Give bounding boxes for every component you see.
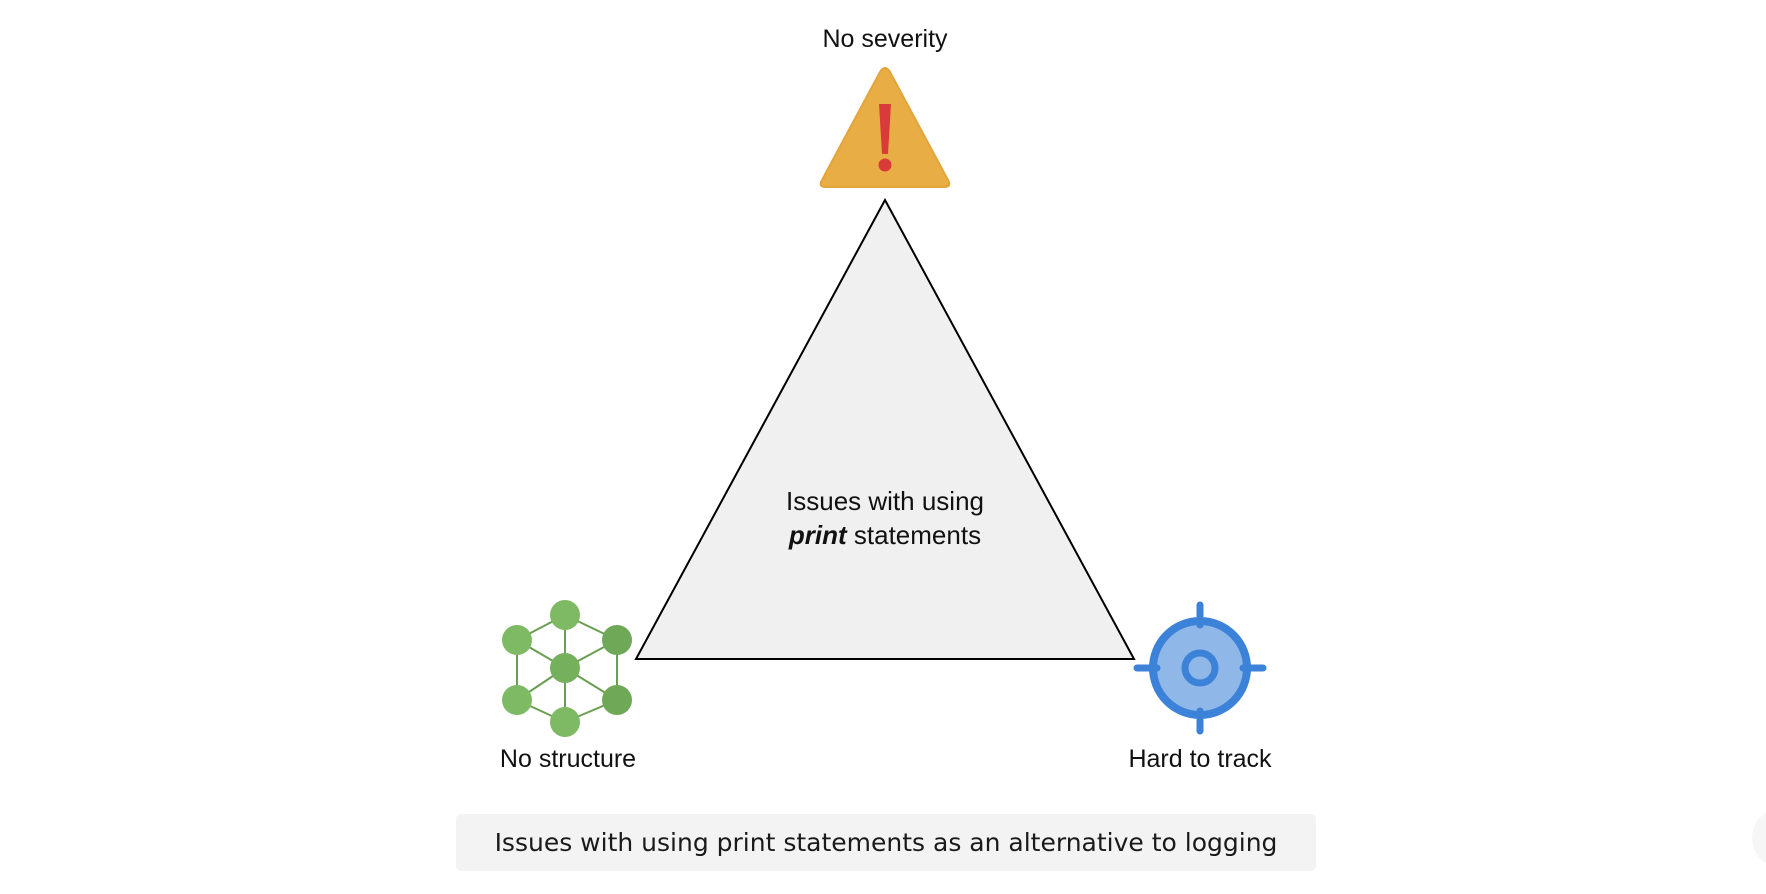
top-label: No severity: [822, 25, 948, 53]
triangle-center-text: Issues with using print statements: [786, 484, 984, 552]
center-line-2: print statements: [786, 518, 984, 552]
center-line-1: Issues with using: [786, 486, 984, 516]
center-line-2-rest: statements: [846, 520, 982, 550]
molecule-structure-icon: [502, 600, 632, 737]
central-triangle: [634, 197, 1136, 660]
target-icon: [1133, 601, 1267, 735]
left-label: No structure: [499, 745, 637, 773]
center-emphasis: print: [788, 520, 847, 550]
figure-caption: Issues with using print statements as an…: [456, 814, 1316, 871]
page-edge-decoration: [1752, 808, 1766, 868]
right-label: Hard to track: [1128, 745, 1272, 773]
warning-icon: [819, 67, 951, 188]
